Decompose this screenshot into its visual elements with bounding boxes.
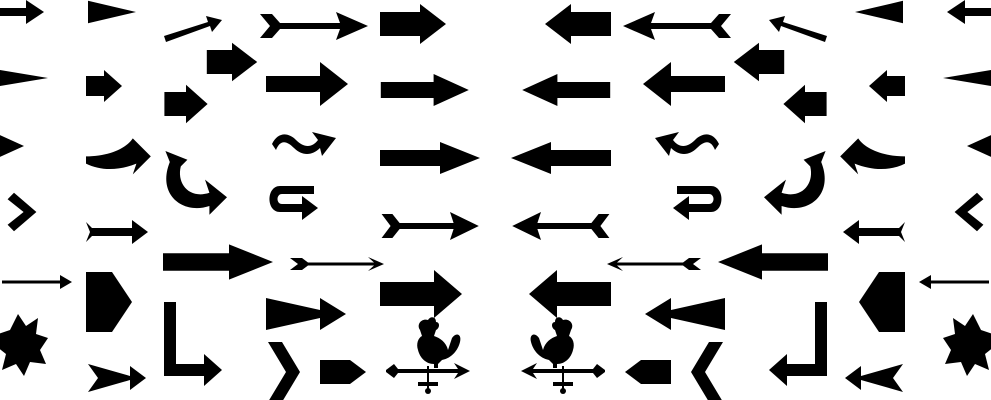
thin-line-arrow-icon [2,275,72,289]
short-angled-arrow-icon [164,16,222,42]
wavy-arrow-icon [655,132,719,156]
curved-arrow-icon [840,138,905,175]
long-tapered-arrow-icon [511,142,611,174]
double-chevron-arrow-icon [845,364,903,392]
long-arrow-icon [718,244,828,280]
u-turn-arrow-icon [673,186,722,220]
triangle-arrow-icon [967,126,991,166]
triangle-arrow-icon [0,70,48,86]
l-shaped-arrow-icon [164,302,222,386]
flared-arrow-icon [843,220,905,244]
left-arrow-set [0,0,480,400]
u-turn-arrow-icon [269,186,318,220]
flared-arrow-icon [86,220,148,244]
long-arrow-icon [380,74,469,106]
star-burst-icon [943,314,991,376]
block-arrow-icon [783,84,827,124]
triangle-arrow-icon [0,126,24,166]
block-arrow-icon [869,70,905,102]
swoosh-arrow-icon [855,0,903,24]
double-barb-arrow-icon [260,12,368,40]
large-block-arrow-icon [380,270,462,318]
long-tapered-arrow-icon [380,142,480,174]
rooster-weathervane-icon [521,317,605,394]
fletched-arrow-icon [733,42,785,82]
block-arrow-icon [86,70,122,102]
rooster-weathervane-icon [386,317,470,394]
pointed-block-arrow-icon [320,360,366,384]
u-turn-down-arrow-icon [764,151,826,215]
double-chevron-arrow-icon [88,364,146,392]
block-arrow-icon [380,4,446,44]
swoosh-arrow-icon [88,0,136,24]
curved-arrow-icon [86,138,151,175]
tapered-arrow-icon [266,298,346,330]
star-burst-icon [0,314,48,376]
u-turn-down-arrow-icon [165,151,227,215]
big-block-arrow-icon [643,62,725,106]
house-arrow-icon [86,272,132,332]
chevron-arrow-icon [954,192,984,232]
fletched-arrow-icon [381,212,479,240]
house-arrow-icon [859,272,905,332]
short-angled-arrow-icon [769,16,827,42]
block-arrow-icon [164,84,208,124]
fletched-arrow-icon [512,212,610,240]
chevron-arrow-icon [7,192,37,232]
long-arrow-icon [163,244,273,280]
chevron-icon [268,342,300,400]
chevron-icon [691,342,723,400]
l-shaped-arrow-icon [769,302,827,386]
triangle-arrow-icon [943,70,991,86]
block-arrow-icon [545,4,611,44]
large-block-arrow-icon [529,270,611,318]
simple-arrow-icon [0,0,44,24]
thin-line-arrow-icon [919,275,989,289]
big-block-arrow-icon [266,62,348,106]
right-arrow-set-mirrored [511,0,991,400]
pointed-block-arrow-icon [625,360,671,384]
double-barb-arrow-icon [623,12,731,40]
long-arrow-icon [522,74,611,106]
tapered-arrow-icon [645,298,725,330]
simple-arrow-icon [947,0,991,24]
thin-fletched-arrow-icon [290,257,384,271]
thin-fletched-arrow-icon [607,257,701,271]
wavy-arrow-icon [272,132,336,156]
fletched-arrow-icon [206,42,258,82]
